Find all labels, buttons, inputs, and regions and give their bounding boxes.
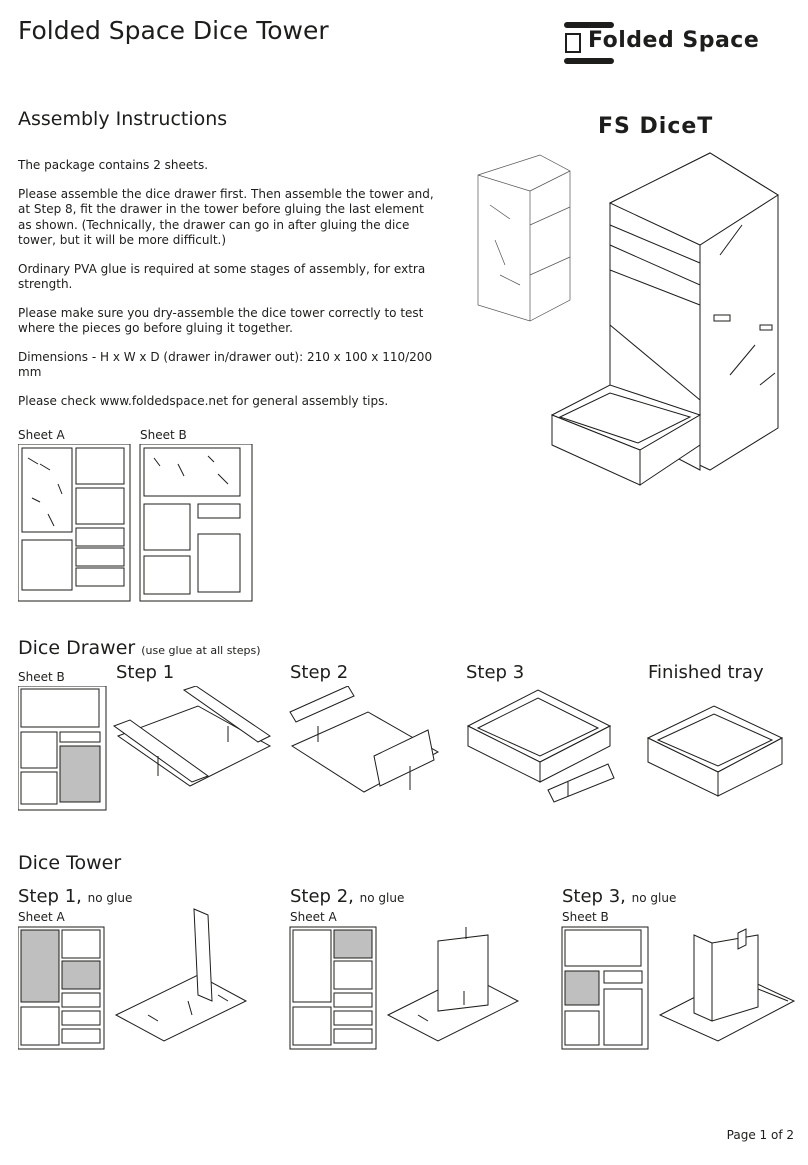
dice-drawer-title: Dice Drawer (18, 637, 136, 659)
drawer-step-2: Step 2 (290, 662, 349, 683)
glue-note: (use glue at all steps) (141, 644, 261, 657)
tower-step-3-note: no glue (631, 891, 677, 905)
intro-paragraph: Dimensions - H x W x D (drawer in/drawer… (18, 349, 433, 380)
drawer-step1-drawing (112, 686, 272, 787)
logo-square (565, 33, 581, 53)
drawer-step3-drawing (466, 689, 615, 803)
tower-step-3-label: Step 3, (562, 886, 626, 907)
logo-bottom-bar (564, 58, 614, 64)
sheet-layouts (18, 444, 253, 602)
drawer-drawing (550, 384, 702, 486)
tower-step3-sheet-diagram (561, 926, 649, 1050)
logo-top-bar (564, 22, 614, 28)
sheet-a-label: Sheet A (18, 428, 65, 442)
small-tower-sketch (477, 154, 571, 322)
drawer-sheet-label: Sheet B (18, 670, 65, 684)
tower-step-1-label: Step 1, (18, 886, 82, 907)
page-number: Page 1 of 2 (726, 1128, 794, 1142)
assembly-heading: Assembly Instructions (18, 108, 228, 130)
tower-step-1-note: no glue (87, 891, 133, 905)
sheet-b-label: Sheet B (140, 428, 187, 442)
page-title: Folded Space Dice Tower (18, 16, 329, 45)
tower-step-2: Step 2, no glue (290, 886, 404, 907)
drawer-sheet-b-diagram (18, 686, 107, 811)
tower-step-3: Step 3, no glue (562, 886, 676, 907)
drawer-step-3: Step 3 (466, 662, 525, 683)
tower-step3-drawing (658, 928, 796, 1042)
intro-paragraph: Please make sure you dry-assemble the di… (18, 305, 424, 336)
tower-step-2-label: Step 2, (290, 886, 354, 907)
tower-step2-sheet-diagram (289, 926, 377, 1050)
tower-step-2-note: no glue (359, 891, 405, 905)
sheet-a-diagram (18, 444, 131, 602)
intro-paragraph: Ordinary PVA glue is required at some st… (18, 261, 426, 292)
tower-step1-drawing (114, 908, 248, 1042)
tower-step2-drawing (386, 927, 520, 1042)
model-name: FS DiceT (598, 114, 714, 139)
brand-logo (564, 22, 614, 64)
dice-drawer-heading: Dice Drawer (use glue at all steps) (18, 637, 261, 659)
intro-paragraph: Please assemble the dice drawer first. T… (18, 186, 434, 248)
finished-tray-drawing (646, 705, 784, 797)
tower-step-2-sheet: Sheet A (290, 910, 337, 924)
tower-step-1-sheet: Sheet A (18, 910, 65, 924)
drawer-step2-drawing (289, 686, 440, 793)
dice-tower-illustration (477, 152, 779, 486)
intro-text: The package contains 2 sheets. Please as… (18, 158, 438, 422)
dice-tower-heading: Dice Tower (18, 852, 122, 874)
brand-name: Folded Space (588, 28, 760, 53)
intro-paragraph: Please check www.foldedspace.net for gen… (18, 393, 389, 408)
tower-step-1: Step 1, no glue (18, 886, 132, 907)
drawer-finished: Finished tray (648, 662, 764, 683)
drawer-step-1: Step 1 (116, 662, 175, 683)
intro-paragraph: The package contains 2 sheets. (18, 158, 209, 172)
tower-step-3-sheet: Sheet B (562, 910, 609, 924)
tower-steps-diagrams (18, 908, 796, 1050)
sheet-b-diagram (139, 444, 253, 602)
drawer-steps-diagrams (18, 686, 784, 811)
tower-step1-sheet-diagram (18, 926, 105, 1050)
